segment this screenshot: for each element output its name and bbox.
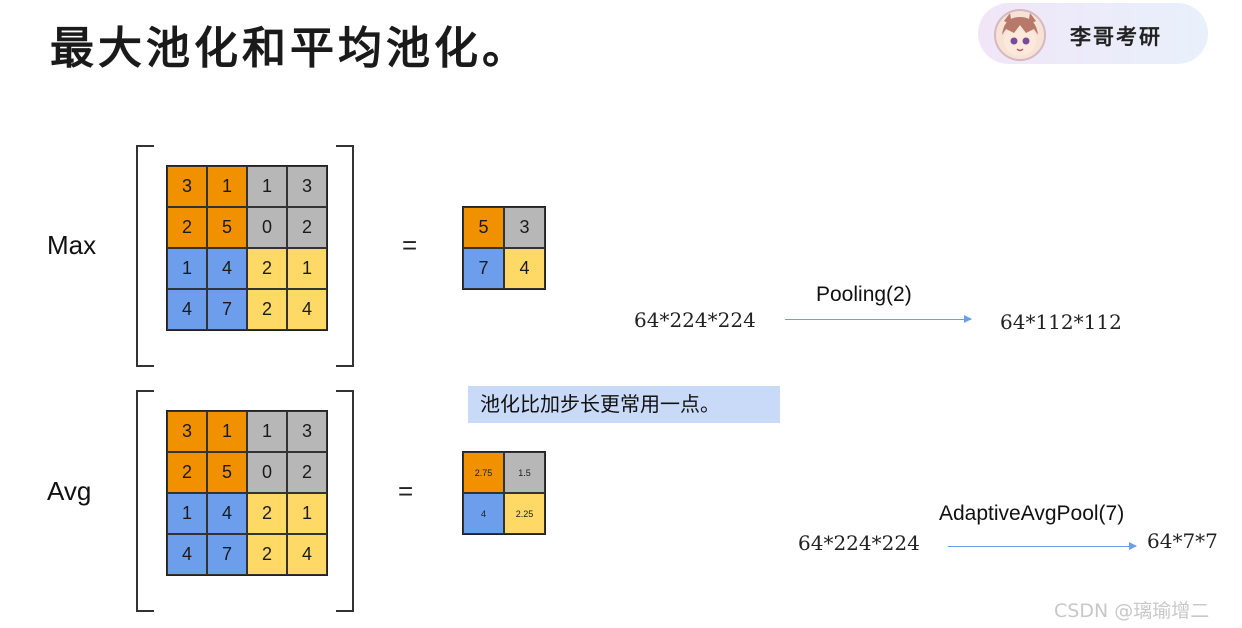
avg-input-cell: 2 [167,452,207,493]
right-bracket [336,390,354,612]
avg-input-cell: 3 [167,411,207,452]
pooling-output-shape: 64*112*112 [1000,310,1122,334]
max-input-cell: 4 [207,248,247,289]
avg-output-cell: 1.5 [504,452,545,493]
pooling-input-shape: 64*224*224 [634,308,756,332]
avg-input-cell: 4 [167,534,207,575]
adaptive-arrow-icon [948,542,1137,550]
adaptive-input-shape: 64*224*224 [798,531,920,555]
avatar [994,9,1046,61]
brand-label: 李哥考研 [1070,25,1162,49]
avg-input-cell: 2 [247,493,287,534]
avg-input-cell: 2 [287,452,327,493]
avg-output-cell: 4 [463,493,504,534]
max-input-cell: 5 [207,207,247,248]
left-bracket [136,145,154,367]
max-input-cell: 3 [167,166,207,207]
equals-sign: = [402,230,418,260]
max-input-cell: 1 [247,166,287,207]
avg-input-cell: 5 [207,452,247,493]
max-output-cell: 3 [504,207,545,248]
adaptive-output-shape: 64*7*7 [1147,529,1218,553]
avg-input-cell: 4 [207,493,247,534]
avg-input-cell: 4 [287,534,327,575]
left-bracket [136,390,154,612]
avg-input-cell: 7 [207,534,247,575]
avg-label: Avg [47,476,92,506]
adaptive-op-label: AdaptiveAvgPool(7) [939,502,1125,525]
avg-input-cell: 0 [247,452,287,493]
pooling-op-label: Pooling(2) [816,283,912,306]
max-input-cell: 4 [287,289,327,330]
max-input-cell: 4 [167,289,207,330]
max-input-cell: 1 [167,248,207,289]
avg-input-cell: 1 [167,493,207,534]
max-input-cell: 2 [247,289,287,330]
max-input-cell: 0 [247,207,287,248]
avg-output-cell: 2.25 [504,493,545,534]
max-input-cell: 3 [287,166,327,207]
max-output-cell: 4 [504,248,545,289]
max-input-cell: 2 [247,248,287,289]
max-output-cell: 7 [463,248,504,289]
page-title: 最大池化和平均池化。 [50,23,530,74]
equals-sign: = [398,476,414,506]
right-bracket [336,145,354,367]
max-label: Max [47,230,97,260]
max-output-cell: 5 [463,207,504,248]
avg-input-cell: 1 [287,493,327,534]
watermark: CSDN @璃瑜增二 [1054,600,1210,622]
max-input-cell: 1 [287,248,327,289]
avg-output-cell: 2.75 [463,452,504,493]
avg-input-cell: 2 [247,534,287,575]
note-box: 池化比加步长更常用一点。 [468,386,780,423]
max-input-cell: 1 [207,166,247,207]
max-input-cell: 2 [287,207,327,248]
avg-input-cell: 1 [247,411,287,452]
avg-input-cell: 1 [207,411,247,452]
pooling-arrow-icon [785,315,972,323]
max-input-cell: 2 [167,207,207,248]
max-input-cell: 7 [207,289,247,330]
brand-badge: 李哥考研 [978,3,1208,64]
avg-input-cell: 3 [287,411,327,452]
